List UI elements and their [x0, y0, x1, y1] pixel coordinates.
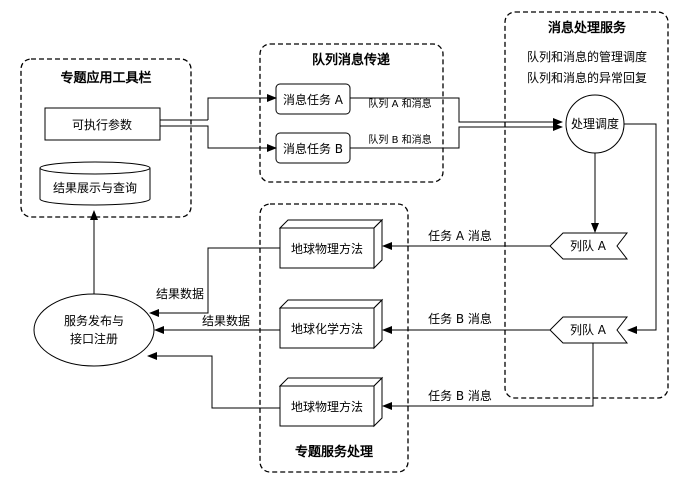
edge-label-task-a-msg: 任务 A 消息 [428, 228, 492, 243]
toolbar-group [20, 58, 192, 218]
msg-service-note-2: 队列和消息的异常回复 [527, 70, 647, 85]
queue-transfer-group [259, 43, 444, 183]
task-b-label: 消息任务 B [283, 141, 343, 156]
topic-service-group-title: 专题服务处理 [295, 444, 373, 460]
service-publish-node [33, 293, 155, 367]
edge-geophysics2-publish [147, 352, 280, 409]
geophysics-label-2: 地球物理方法 [291, 399, 363, 414]
exec-params-box [44, 107, 161, 141]
geochem-box [278, 298, 384, 350]
queue-a2-label: 列队 A [570, 322, 607, 337]
result-query-label: 结果展示与查询 [53, 181, 137, 195]
edge-label-result-data-2: 结果数据 [202, 313, 250, 328]
geophysics-box-2 [278, 376, 384, 428]
msg-service-note-1: 队列和消息的管理调度 [527, 49, 647, 64]
edge-queue-a2-geophysics-2 [382, 343, 594, 410]
edge-params-task-a [207, 94, 277, 120]
service-publish-label-2: 接口注册 [70, 331, 118, 346]
exec-params-label: 可执行参数 [72, 117, 132, 132]
edge-label-task-b-msg-1: 任务 B 消息 [428, 311, 492, 326]
result-query-database [39, 161, 151, 206]
service-publish-label-1: 服务发布与 [64, 313, 124, 328]
queue-a-label: 列队 A [570, 238, 607, 253]
edge-label-result-data-1: 结果数据 [156, 286, 204, 301]
edge-task-a-dispatch [350, 97, 563, 126]
geochem-label: 地球化学方法 [291, 321, 363, 336]
edge-params-task-b [160, 125, 277, 152]
edge-label-queue-b-msg: 队列 B 和消息 [368, 133, 431, 146]
geophysics-box-1 [278, 218, 384, 270]
edge-task-b-dispatch [350, 123, 563, 149]
toolbar-group-title: 专题应用工具栏 [60, 70, 151, 86]
task-a-label: 消息任务 A [283, 92, 344, 107]
queue-transfer-group-title: 队列消息传递 [312, 52, 390, 68]
edge-label-queue-a-msg: 队列 A 和消息 [368, 97, 431, 110]
msg-service-group [504, 11, 669, 399]
topic-service-group [259, 203, 409, 473]
msg-service-group-title: 消息处理服务 [548, 20, 627, 36]
dispatch-label: 处理调度 [571, 116, 619, 131]
edge-label-task-b-msg-2: 任务 B 消息 [428, 388, 492, 403]
edge-dispatch-queue-a2 [624, 123, 657, 334]
geophysics-label-1: 地球物理方法 [291, 241, 363, 256]
edge-geophysics-publish [149, 247, 280, 317]
